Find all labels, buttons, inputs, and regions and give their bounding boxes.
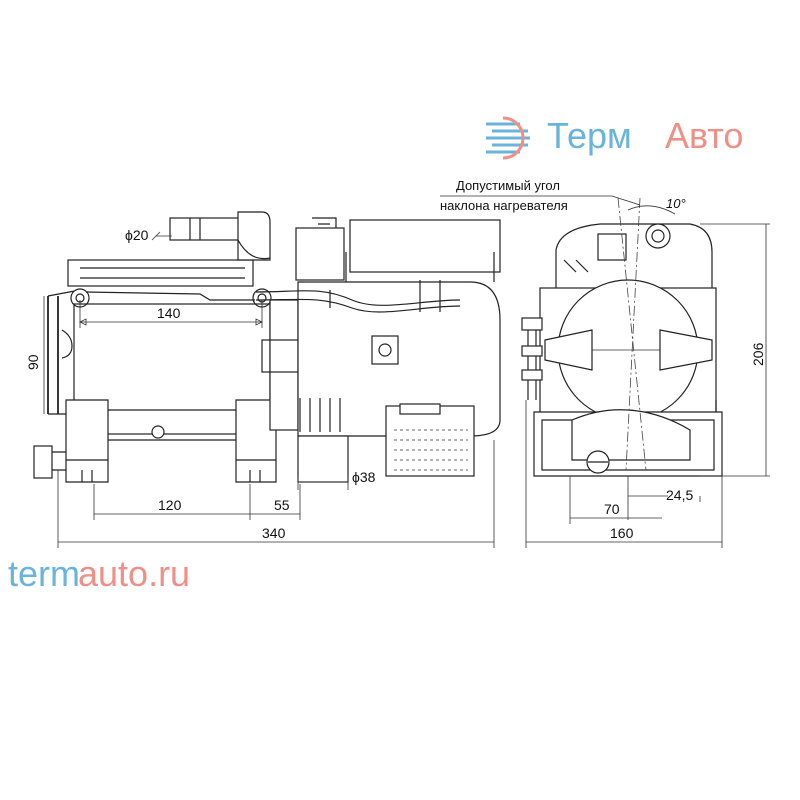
top-housing bbox=[555, 223, 713, 291]
blade-right bbox=[659, 329, 713, 371]
outlet-pipe-ring bbox=[189, 218, 201, 240]
tilt-axis-b bbox=[625, 197, 641, 471]
foot-right bbox=[235, 399, 277, 483]
mount-strap bbox=[85, 291, 255, 301]
dim-line-70 bbox=[569, 476, 662, 524]
angle-arc bbox=[627, 205, 676, 215]
chamber-flange bbox=[269, 299, 299, 431]
top-rail bbox=[67, 259, 254, 287]
front-dimensions: 206 24,5 70 160 bbox=[525, 223, 770, 548]
side-view bbox=[33, 211, 501, 483]
left-bracket bbox=[47, 296, 59, 414]
dim-120: 120 bbox=[158, 497, 182, 513]
logo-text-term: Терм bbox=[547, 115, 632, 156]
note-leader bbox=[440, 195, 641, 206]
foot-left bbox=[65, 399, 109, 483]
dim-pipe-dia: ϕ20 bbox=[125, 227, 149, 243]
bottom-housing bbox=[571, 409, 691, 461]
outlet-pipe bbox=[169, 217, 241, 241]
front-view bbox=[521, 197, 723, 477]
burner-housing bbox=[297, 281, 501, 437]
dim-line-206 bbox=[700, 223, 770, 477]
connector bbox=[371, 335, 399, 365]
pipe-elbow bbox=[237, 211, 271, 261]
grille-pattern bbox=[394, 429, 468, 471]
air-intake-grille bbox=[385, 405, 475, 477]
logo-icon bbox=[486, 116, 530, 160]
side-clip bbox=[61, 329, 73, 359]
dim-90: 90 bbox=[25, 354, 41, 370]
elbow-curve bbox=[237, 239, 271, 260]
blade-left bbox=[544, 329, 593, 371]
pump-top bbox=[597, 233, 627, 261]
tilt-axis-a bbox=[617, 197, 647, 471]
site-url-part1: term bbox=[8, 553, 80, 594]
brand-logo: Терм Авто bbox=[486, 115, 743, 160]
logo-text-avto: Авто bbox=[665, 115, 743, 156]
exhaust-pipe bbox=[297, 435, 349, 483]
drain-plug bbox=[151, 425, 165, 439]
tilt-note-line2: наклона нагревателя bbox=[440, 198, 568, 213]
dim-line-24 bbox=[627, 476, 701, 520]
side-dimensions: ϕ20 140 90 120 55 ϕ38 340 bbox=[25, 227, 495, 548]
control-unit-cover bbox=[349, 219, 501, 273]
rail-detail bbox=[80, 267, 245, 279]
site-url: term auto.ru bbox=[8, 553, 190, 594]
dim-160: 160 bbox=[610, 525, 634, 541]
dim-line-340 bbox=[57, 440, 495, 548]
wire-harness bbox=[255, 290, 461, 306]
dim-line-160 bbox=[525, 400, 723, 548]
site-url-part2: auto.ru bbox=[78, 553, 190, 594]
dim-140: 140 bbox=[157, 305, 181, 321]
dim-line-140 bbox=[79, 300, 263, 328]
tilt-angle-label: 10° bbox=[666, 196, 686, 211]
dim-line-55 bbox=[250, 484, 301, 520]
dim-24-5: 24,5 bbox=[666, 487, 693, 503]
dim-55: 55 bbox=[274, 497, 290, 513]
dim-70: 70 bbox=[604, 501, 620, 517]
side-stud bbox=[527, 320, 537, 400]
outlet-end bbox=[645, 223, 671, 249]
fuel-pump-block bbox=[295, 227, 345, 281]
dim-line-38 bbox=[297, 476, 349, 490]
tilt-note-line1: Допустимый угол bbox=[456, 178, 560, 193]
dim-206: 206 bbox=[750, 342, 766, 366]
inlet-pipe bbox=[33, 445, 53, 479]
dim-340: 340 bbox=[262, 525, 286, 541]
dim-38: ϕ38 bbox=[352, 469, 376, 485]
cooling-fins bbox=[299, 398, 341, 432]
